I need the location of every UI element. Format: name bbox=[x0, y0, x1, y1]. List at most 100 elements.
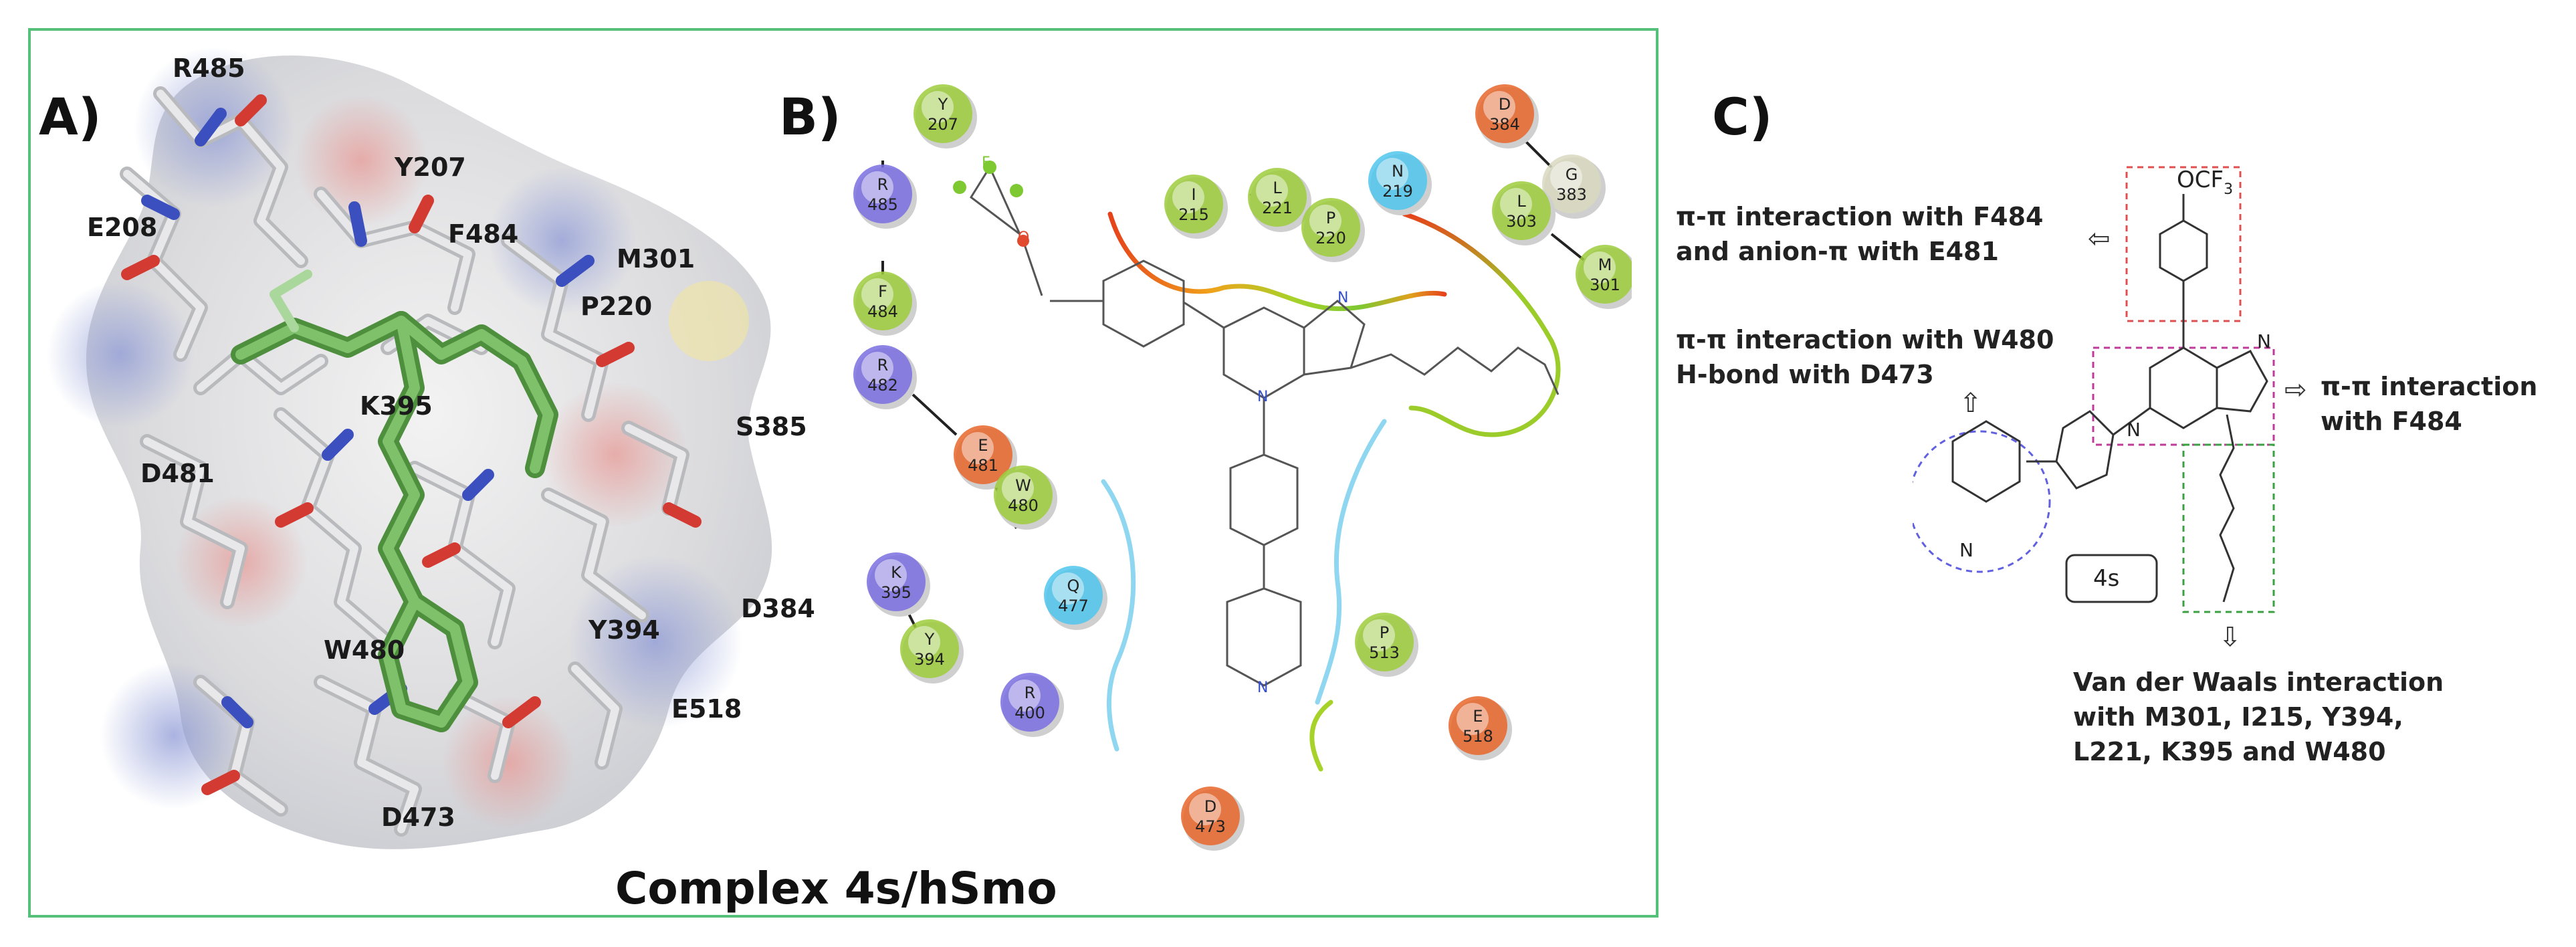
residue-num-label: 301 bbox=[1590, 276, 1620, 294]
pyridine-n-label: N bbox=[1959, 539, 1973, 561]
residue-node-f484: F484 bbox=[853, 272, 917, 336]
pocket-contour-top bbox=[1107, 211, 1447, 312]
residue-aa-label: Y bbox=[938, 95, 948, 114]
residue-node-e481: E481 bbox=[954, 425, 1017, 490]
figure-caption: Complex 4s/hSmo bbox=[615, 863, 1057, 914]
panel-c-label: C) bbox=[1712, 87, 1773, 146]
residue-num-label: 477 bbox=[1058, 597, 1089, 615]
imidazole-n-label: N bbox=[2257, 330, 2271, 352]
residue-aa-label: D bbox=[1499, 95, 1511, 114]
panel-a-label: A) bbox=[39, 87, 102, 146]
residue-node-d384: D384 bbox=[1475, 84, 1539, 148]
residue-num-label: 473 bbox=[1195, 817, 1226, 836]
residue-label-e518: E518 bbox=[671, 694, 742, 724]
interaction-diagram: F O N N N Y207R485F484R482E481W480Q477K3… bbox=[853, 84, 1632, 851]
oxygen-atom bbox=[1017, 235, 1029, 247]
protein-surface-render bbox=[47, 47, 772, 849]
residue-aa-label: D bbox=[1204, 797, 1216, 816]
residue-aa-label: R bbox=[1025, 683, 1036, 702]
residue-node-l221: L 221 bbox=[1248, 168, 1311, 232]
residue-label-p220: P220 bbox=[580, 292, 653, 321]
residue-node-i215: I215 bbox=[1164, 175, 1228, 239]
residue-num-label: 513 bbox=[1369, 643, 1400, 662]
residue-num-label: 384 bbox=[1489, 115, 1520, 134]
residue-node-e518: E518 bbox=[1448, 696, 1512, 760]
residue-num-label: 482 bbox=[867, 376, 898, 395]
highlight-box-hexyl bbox=[2182, 443, 2275, 613]
residue-label-r485: R485 bbox=[173, 54, 245, 83]
atom-label-n-pyridine: N bbox=[1257, 679, 1268, 696]
residue-aa-label: F bbox=[878, 282, 887, 301]
residue-num-label: 220 bbox=[1315, 229, 1346, 247]
residue-num-label: 219 bbox=[1382, 182, 1413, 201]
residue-num-label: 481 bbox=[968, 456, 998, 475]
residue-node-y207: Y207 bbox=[914, 84, 977, 148]
residue-aa-label: N bbox=[1392, 162, 1404, 181]
arrow-right-icon: ⇨ bbox=[2284, 375, 2307, 405]
pocket-contour-left bbox=[1101, 479, 1136, 752]
arrow-down-icon: ⇩ bbox=[2219, 622, 2242, 653]
atom-label-o: O bbox=[1018, 229, 1029, 246]
panel-b-label: B) bbox=[779, 87, 841, 146]
residue-aa-label: K bbox=[891, 563, 902, 582]
residue-node-r485: R485 bbox=[853, 165, 917, 229]
residue-num-label: 485 bbox=[867, 195, 898, 214]
residue-label-d473: D473 bbox=[381, 803, 455, 832]
residue-aa-label: L bbox=[1273, 179, 1282, 197]
residue-node-p220: P220 bbox=[1301, 198, 1365, 262]
highlight-circle-pyridine bbox=[1913, 430, 2051, 573]
pyrimidine-n-label: N bbox=[2127, 419, 2141, 441]
residue-label-d384: D384 bbox=[741, 594, 815, 623]
fluorine-atoms bbox=[953, 161, 1023, 197]
residue-label-m301: M301 bbox=[617, 244, 695, 274]
residue-num-label: 383 bbox=[1556, 185, 1587, 204]
figure-frame bbox=[28, 28, 1658, 918]
residue-contacts bbox=[881, 139, 1586, 629]
residue-node-w480: W480 bbox=[994, 465, 1057, 530]
atom-label-f: F bbox=[982, 154, 990, 171]
pocket-contour-right bbox=[1402, 211, 1561, 437]
residue-aa-label: R bbox=[877, 356, 889, 375]
residue-label-d481: D481 bbox=[140, 459, 215, 488]
residue-num-label: 303 bbox=[1506, 212, 1537, 231]
note-pi-w480-hbond: π-π interaction with W480 H-bond with D4… bbox=[1676, 325, 2054, 389]
residue-aa-label: E bbox=[1473, 707, 1483, 726]
residue-num-label: 221 bbox=[1262, 199, 1293, 217]
residue-num-label: 480 bbox=[1008, 496, 1039, 515]
pocket-contour-mid bbox=[1315, 419, 1387, 705]
arrow-left-icon: ⇦ bbox=[2088, 223, 2111, 254]
residue-aa-label: R bbox=[877, 175, 889, 194]
residue-aa-label: G bbox=[1566, 165, 1578, 184]
residue-aa-label: L bbox=[1517, 192, 1526, 211]
residue-nodes: Y207R485F484R482E481W480Q477K395Y394R400… bbox=[853, 84, 1632, 851]
residue-aa-label: Y bbox=[924, 630, 935, 649]
residue-label-y207: Y207 bbox=[395, 152, 466, 182]
atom-label-n-imidazole: N bbox=[1337, 290, 1348, 306]
arrow-up-icon: ⇧ bbox=[1959, 388, 1982, 419]
ligand-structure bbox=[970, 165, 1560, 687]
compound-label: 4s bbox=[2093, 565, 2119, 592]
residue-aa-label: E bbox=[978, 436, 988, 455]
residue-label-y394: Y394 bbox=[588, 615, 660, 645]
atom-label-n-pyrimidine: N bbox=[1257, 389, 1268, 405]
residue-node-m301: M 301 bbox=[1576, 245, 1632, 309]
residue-node-k395: K395 bbox=[867, 552, 930, 617]
ligand-skeleton bbox=[1951, 194, 2268, 603]
residue-num-label: 207 bbox=[928, 115, 958, 134]
residue-num-label: 394 bbox=[914, 650, 945, 669]
residue-aa-label: Q bbox=[1067, 576, 1080, 595]
note-van-der-waals: Van der Waals interaction with M301, I21… bbox=[2073, 667, 2444, 766]
ligand-annotation: OCF3 N N N 4s bbox=[1913, 166, 2275, 613]
residue-num-label: 484 bbox=[867, 302, 898, 321]
residue-node-y394: Y394 bbox=[900, 619, 964, 683]
substituent-label: OCF3 bbox=[2177, 167, 2233, 198]
residue-aa-label: M bbox=[1598, 255, 1612, 274]
residue-aa-label: P bbox=[1380, 623, 1389, 642]
residue-label-k395: K395 bbox=[360, 391, 433, 421]
residue-node-q477: Q 477 bbox=[1044, 566, 1107, 630]
